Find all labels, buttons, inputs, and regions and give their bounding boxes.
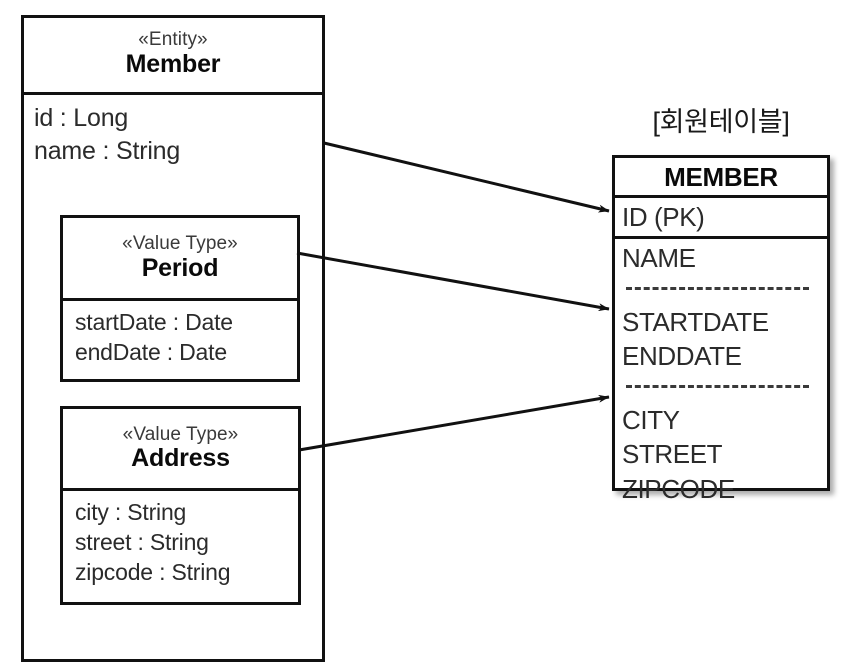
attribute-row: name : String [34,136,181,165]
attribute-row: street : String [75,528,209,555]
entity-stereotype-label: «Entity» [138,29,208,51]
entity-member-box: «Entity» Member id : Long name : String … [21,15,325,662]
member-table: MEMBER ID (PK) NAME STARTDATE ENDDATE CI… [612,155,830,504]
column-row: NAME [622,243,696,273]
member-table-title: MEMBER [615,158,827,198]
mapping-arrow-address-to-city [298,394,610,452]
column-row: STREET [622,439,723,470]
value-type-name-label: Address [131,444,230,473]
column-row: ENDDATE [622,341,742,372]
value-type-period-box: «Value Type» Period startDate : Date end… [60,215,300,382]
attribute-row: city : String [75,499,187,525]
column-row: CITY [622,404,680,435]
value-type-period-attributes: startDate : Date endDate : Date [63,301,297,368]
value-type-address-header: «Value Type» Address [63,409,298,491]
member-table-pk-row: ID (PK) [615,198,827,239]
column-row: STARTDATE [622,306,769,337]
mapping-arrow-member-to-id [323,141,610,213]
value-type-address-attributes: city : String street : String zipcode : … [63,491,298,588]
value-type-stereotype-label: «Value Type» [122,233,238,255]
attribute-row: startDate : Date [75,309,233,335]
value-type-stereotype-label: «Value Type» [122,423,239,445]
column-group-separator [626,384,809,391]
entity-name-label: Member [125,49,221,78]
entity-member-attributes: id : Long name : String [24,95,322,168]
column-group-separator [626,286,809,293]
value-type-period-header: «Value Type» Period [63,218,297,301]
value-type-address-box: «Value Type» Address city : String stree… [60,406,301,605]
column-row: ZIPCODE [622,473,735,504]
attribute-row: zipcode : String [75,558,231,585]
member-table-columns: NAME STARTDATE ENDDATE CITY STREET ZIPCO… [615,239,827,506]
value-type-name-label: Period [141,253,219,282]
attribute-row: id : Long [34,104,129,132]
entity-member-header: «Entity» Member [24,18,322,95]
table-caption-label: [회원테이블] [652,107,790,137]
attribute-row: endDate : Date [75,338,227,365]
mapping-arrow-period-to-startdate [296,251,610,312]
